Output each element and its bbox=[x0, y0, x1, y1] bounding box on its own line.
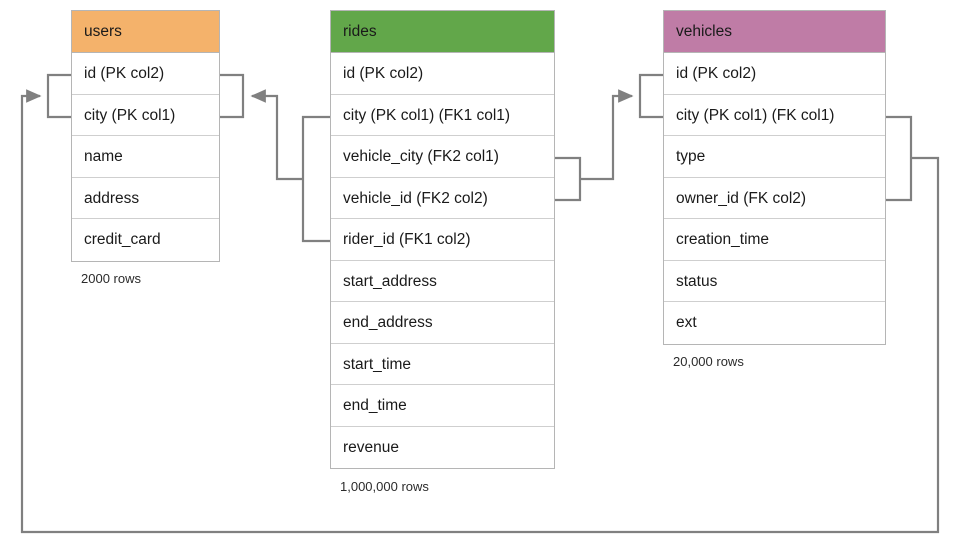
table-users-column-address[interactable]: address bbox=[72, 177, 219, 219]
table-vehicles[interactable]: vehicles id (PK col2) city (PK col1) (FK… bbox=[663, 10, 886, 345]
table-users-column-credit-card[interactable]: credit_card bbox=[72, 219, 219, 261]
edge-vehicles-left-bracket bbox=[638, 73, 663, 119]
table-rides-column-start-address[interactable]: start_address bbox=[331, 260, 554, 302]
edge-users-bracket bbox=[46, 73, 71, 119]
table-rides-column-id[interactable]: id (PK col2) bbox=[331, 53, 554, 95]
edge-vehicles-fk-bracket bbox=[886, 115, 913, 202]
table-rides-column-rider-id[interactable]: rider_id (FK1 col2) bbox=[331, 219, 554, 261]
table-vehicles-row-count: 20,000 rows bbox=[673, 354, 744, 369]
table-rides-row-count: 1,000,000 rows bbox=[340, 479, 429, 494]
table-rides-column-revenue[interactable]: revenue bbox=[331, 426, 554, 468]
table-vehicles-header: vehicles bbox=[664, 11, 885, 53]
table-rides-column-vehicle-id[interactable]: vehicle_id (FK2 col2) bbox=[331, 177, 554, 219]
edge-users-right-bracket bbox=[220, 73, 245, 119]
table-vehicles-column-city[interactable]: city (PK col1) (FK col1) bbox=[664, 94, 885, 136]
table-rides-column-end-address[interactable]: end_address bbox=[331, 302, 554, 344]
table-vehicles-column-status[interactable]: status bbox=[664, 260, 885, 302]
edge-rides-fk1-to-users bbox=[250, 89, 303, 181]
table-rides-column-end-time[interactable]: end_time bbox=[331, 385, 554, 427]
table-rides[interactable]: rides id (PK col2) city (PK col1) (FK1 c… bbox=[330, 10, 555, 469]
table-users-column-city[interactable]: city (PK col1) bbox=[72, 94, 219, 136]
table-vehicles-column-ext[interactable]: ext bbox=[664, 302, 885, 344]
table-users-column-name[interactable]: name bbox=[72, 136, 219, 178]
table-vehicles-column-type[interactable]: type bbox=[664, 136, 885, 178]
edge-rides-fk2-to-vehicles bbox=[580, 89, 634, 181]
table-vehicles-column-creation-time[interactable]: creation_time bbox=[664, 219, 885, 261]
table-users[interactable]: users id (PK col2) city (PK col1) name a… bbox=[71, 10, 220, 262]
table-users-row-count: 2000 rows bbox=[81, 271, 141, 286]
table-vehicles-column-id[interactable]: id (PK col2) bbox=[664, 53, 885, 95]
table-vehicles-column-owner-id[interactable]: owner_id (FK col2) bbox=[664, 177, 885, 219]
table-users-header: users bbox=[72, 11, 219, 53]
table-rides-column-city[interactable]: city (PK col1) (FK1 col1) bbox=[331, 94, 554, 136]
table-rides-column-vehicle-city[interactable]: vehicle_city (FK2 col1) bbox=[331, 136, 554, 178]
table-rides-header: rides bbox=[331, 11, 554, 53]
table-rides-column-start-time[interactable]: start_time bbox=[331, 343, 554, 385]
edge-rides-fk1-bracket bbox=[301, 115, 330, 243]
edge-rides-fk2-bracket bbox=[555, 156, 582, 202]
table-users-column-id[interactable]: id (PK col2) bbox=[72, 53, 219, 95]
